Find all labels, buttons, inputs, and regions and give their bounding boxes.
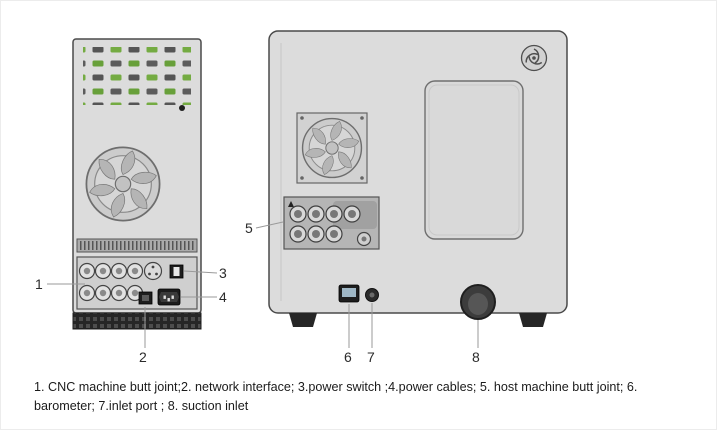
network-interface-port	[138, 291, 153, 305]
connector-panel	[76, 256, 198, 310]
device-base	[72, 312, 202, 330]
vent-grille	[83, 47, 191, 105]
callout-4: 4	[219, 289, 227, 305]
callout-8: 8	[472, 349, 480, 365]
power-switch	[169, 264, 184, 279]
left-cooling-fan	[85, 146, 161, 222]
callout-7: 7	[367, 349, 375, 365]
device-diagram: 1 2 3 4 5 6 7 8	[35, 30, 568, 365]
left-device	[72, 38, 202, 330]
vent-strip	[76, 238, 198, 253]
callout-1: 1	[35, 276, 43, 292]
orientation-triangle	[288, 201, 294, 207]
legend-caption: 1. CNC machine butt joint;2. network int…	[34, 380, 638, 413]
power-cable-inlet	[157, 288, 181, 306]
indicator-dot	[179, 105, 185, 111]
xlr-connector	[143, 261, 163, 281]
host-butt-joint-block	[283, 196, 380, 250]
right-device	[268, 30, 568, 327]
callout-line-5	[255, 221, 284, 229]
callout-3: 3	[219, 265, 227, 281]
callout-line-3	[183, 270, 218, 274]
callout-2: 2	[139, 349, 147, 365]
callout-5: 5	[245, 220, 253, 236]
access-panel	[424, 80, 524, 240]
corner-fan-icon	[520, 44, 548, 72]
callout-6: 6	[344, 349, 352, 365]
suction-inlet	[460, 284, 496, 320]
inlet-port	[365, 288, 379, 302]
callouts: 1 2 3 4 5 6 7 8	[35, 220, 480, 365]
cooling-fan-assembly	[296, 112, 368, 184]
device-foot-left	[289, 313, 317, 327]
barometer	[338, 284, 360, 303]
device-foot-right	[519, 313, 547, 327]
